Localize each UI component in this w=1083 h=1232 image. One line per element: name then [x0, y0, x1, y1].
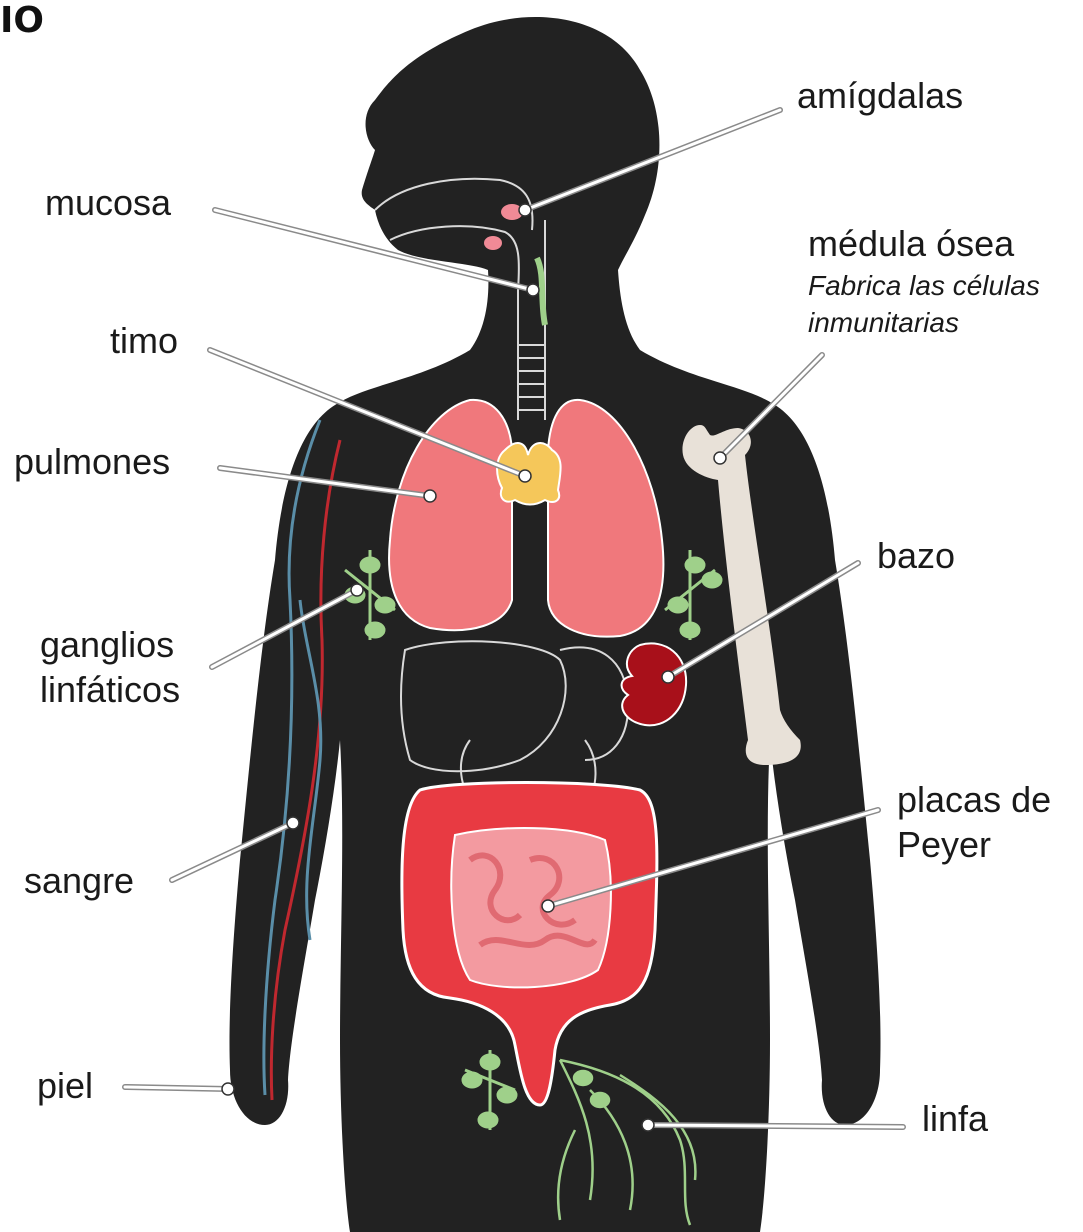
label-pulmones: pulmones [14, 441, 170, 482]
label-bazo: bazo [877, 535, 955, 576]
label-ganglios-2: linfáticos [40, 669, 180, 710]
spleen-shape [622, 643, 687, 725]
label-linfa: linfa [922, 1098, 989, 1139]
label-medula-title: médula ósea [808, 223, 1015, 264]
leader-piel [125, 1083, 234, 1095]
label-medula-desc-1: Fabrica las células [808, 270, 1040, 301]
label-piel: piel [37, 1065, 93, 1106]
corner-text: IO [0, 0, 44, 41]
adenoids-shape [484, 236, 502, 250]
label-ganglios-1: ganglios [40, 624, 174, 665]
label-placas-1: placas de [897, 779, 1051, 820]
label-placas-2: Peyer [897, 824, 991, 865]
small-intestine-shape [451, 828, 611, 987]
label-timo: timo [110, 320, 178, 361]
label-amigdalas: amígdalas [797, 75, 963, 116]
label-medula-desc-2: inmunitarias [808, 307, 959, 338]
label-mucosa: mucosa [45, 182, 172, 223]
label-sangre: sangre [24, 860, 134, 901]
